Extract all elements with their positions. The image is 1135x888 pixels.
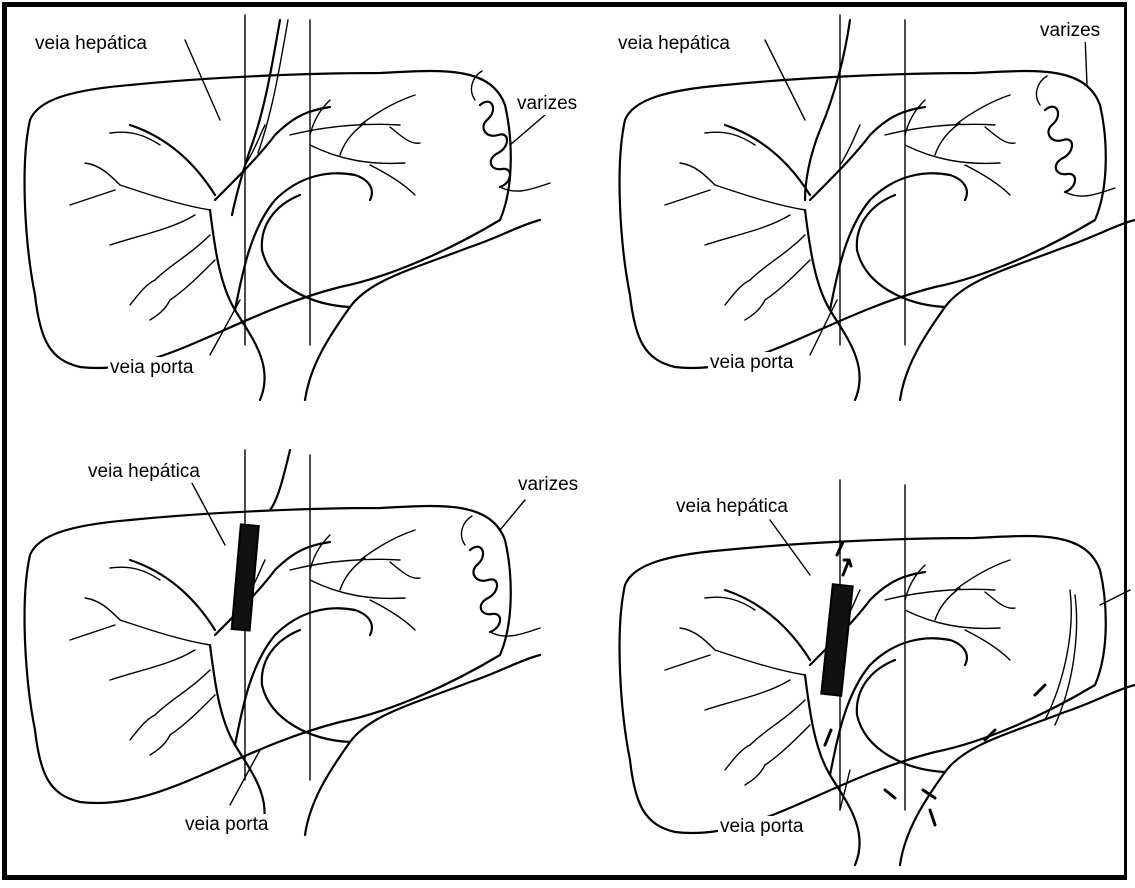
label-portal-vein-top-right: veia porta [708,352,795,374]
label-varices-bottom-left: varizes [516,474,580,496]
catheter [232,20,280,215]
label-varices-top-right: varizes [1038,20,1102,42]
label-hepatic-vein-bottom-right: veia hepática [674,496,790,518]
panel-top-left-drawing [25,15,550,400]
panel-bottom-left-drawing [25,450,540,835]
label-hepatic-vein-top-right: veia hepática [616,33,732,55]
catheter [270,450,290,510]
panel-top-right-drawing [620,15,1135,400]
catheter [805,20,850,200]
label-portal-vein-bottom-right: veia porta [718,816,805,838]
stent-shunt [821,584,852,695]
stent-shunt [232,524,259,630]
label-portal-vein-top-left: veia porta [108,357,195,379]
label-varices-top-left: varizes [515,93,579,115]
label-hepatic-vein-top-left: veia hepática [33,33,149,55]
label-hepatic-vein-bottom-left: veia hepática [86,461,202,483]
panel-bottom-right-drawing [620,480,1135,865]
label-portal-vein-bottom-left: veia porta [183,814,270,836]
